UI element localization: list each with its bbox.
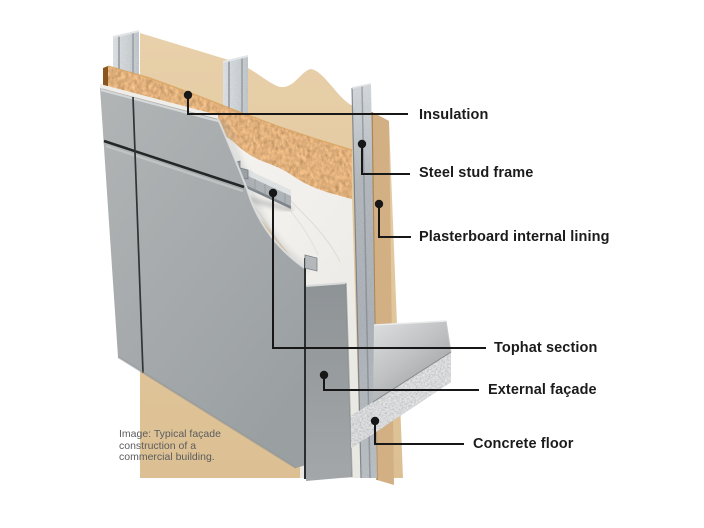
- facade-panel-lower-right: [306, 283, 352, 481]
- leader-concrete: [374, 421, 464, 445]
- facade-joint-cap: [304, 254, 318, 272]
- facade-top-bevel: [100, 88, 219, 123]
- slab-top-face: [373, 321, 451, 402]
- membrane-crease: [289, 199, 341, 263]
- leader-dots: [183, 90, 384, 426]
- label-plasterboard-internal-lining: Plasterboard internal lining: [419, 229, 610, 245]
- steel-stud-right: [351, 83, 377, 479]
- dot-plasterboard: [374, 199, 384, 209]
- slab-front-top-line: [372, 351, 452, 403]
- label-insulation: Insulation: [419, 107, 489, 123]
- slab-back-edge: [373, 320, 447, 326]
- facade-panel-main: [100, 88, 306, 468]
- leader-steel-stud: [361, 144, 410, 175]
- facade-cut-trim: [217, 118, 307, 270]
- caption-line: construction of a: [119, 439, 197, 452]
- facade-horizontal-joint: [103, 139, 245, 189]
- dot-steel-stud: [357, 139, 367, 149]
- leader-plasterboard: [378, 204, 411, 238]
- membrane-sheet: [102, 96, 361, 478]
- dot-external-facade: [319, 370, 329, 380]
- facade-vertical-joint: [132, 96, 144, 374]
- facade-bottom-edge: [117, 356, 297, 469]
- label-concrete-floor: Concrete floor: [473, 436, 574, 452]
- concrete-floor-slab: [351, 320, 452, 448]
- slab-side-texture: [351, 402, 373, 448]
- leader-tophat: [272, 193, 486, 349]
- dot-tophat: [268, 188, 278, 198]
- slab-tip-edge: [445, 320, 452, 353]
- dot-concrete: [370, 416, 380, 426]
- caption-line: Image: Typical façade: [119, 428, 221, 440]
- facade-cut-shadow: [219, 119, 310, 273]
- leader-external-facade: [323, 375, 479, 391]
- external-facade-layer: [100, 84, 353, 481]
- facade-joint-bevel: [105, 144, 244, 193]
- label-steel-stud-frame: Steel stud frame: [419, 165, 534, 181]
- label-tophat-section: Tophat section: [494, 340, 598, 356]
- label-external-facade: External façade: [488, 382, 597, 398]
- facade-panel-b-bevel: [305, 282, 347, 287]
- leader-insulation: [187, 95, 408, 115]
- dot-insulation: [183, 90, 193, 100]
- slab-front-texture: [373, 352, 451, 434]
- insulation-top-edge: [107, 65, 353, 151]
- figure-caption: Image: Typical façade construction of a …: [119, 428, 221, 464]
- caption-line: commercial building.: [119, 451, 215, 464]
- leader-lines: [187, 95, 486, 445]
